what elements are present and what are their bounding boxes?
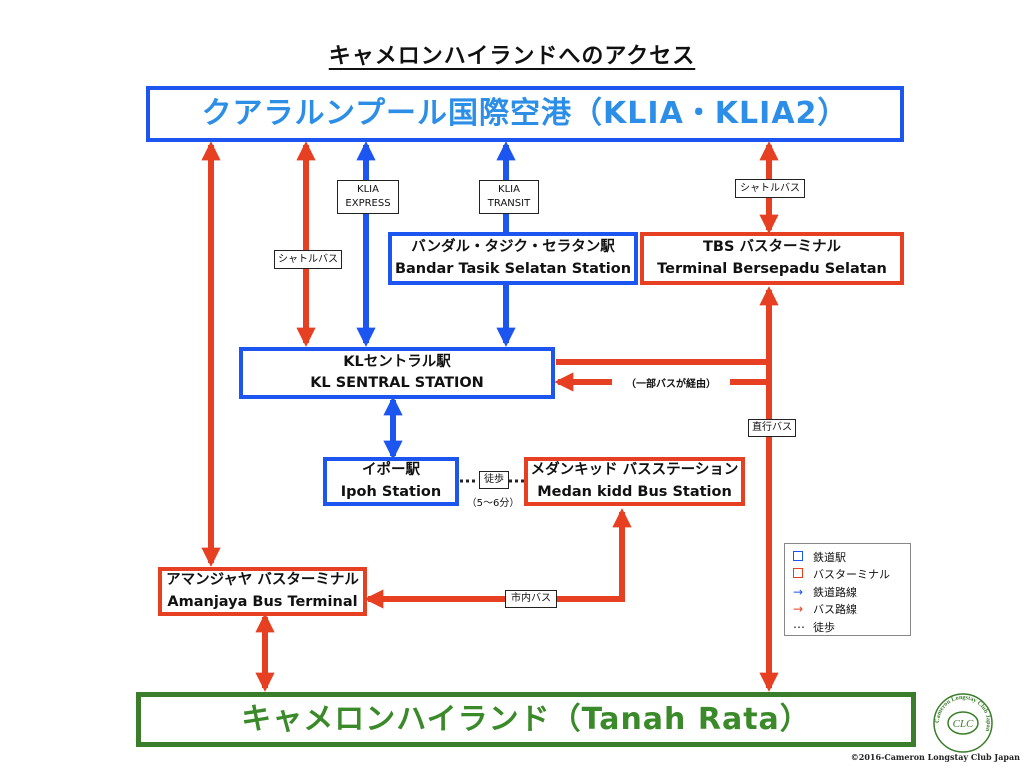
- some-buses-via-note: （一部バスが経由）: [612, 375, 730, 390]
- klia-express-label: KLIA EXPRESS: [337, 180, 399, 214]
- walk-time-note: （5〜6分）: [466, 498, 520, 509]
- medan-jp: メダンキッド バスステーション: [530, 462, 739, 479]
- medan-kidd-box: メダンキッド バスステーション Medan kidd Bus Station: [524, 457, 745, 506]
- copyright-text: ©2016-Cameron Longstay Club Japan: [850, 752, 1020, 762]
- bts-jp: バンダル・タジク・セラタン駅: [411, 239, 615, 256]
- cameron-label: キャメロンハイランド（Tanah Rata）: [241, 701, 811, 737]
- legend-item-walk: ⋯ 徒歩: [793, 619, 835, 634]
- shuttle-bus-label-left: シャトルバス: [274, 250, 342, 269]
- page-title: キャメロンハイランドへのアクセス: [328, 44, 696, 69]
- tbs-jp: TBS バスターミナル: [703, 239, 841, 256]
- klia-box: クアラルンプール国際空港（KLIA・KLIA2）: [146, 86, 904, 142]
- amanjaya-box: アマンジャヤ バスターミナル Amanjaya Bus Terminal: [158, 567, 367, 616]
- cameron-highlands-box: キャメロンハイランド（Tanah Rata）: [136, 692, 916, 747]
- tbs-en: Terminal Bersepadu Selatan: [657, 260, 887, 277]
- city-bus-label: 市内バス: [505, 590, 557, 608]
- red-square-icon: [793, 568, 803, 579]
- blue-arrow-icon: →: [793, 584, 804, 599]
- shuttle-bus-label-right: シャトルバス: [735, 179, 805, 198]
- ipoh-en: Ipoh Station: [340, 483, 442, 500]
- amanjaya-en: Amanjaya Bus Terminal: [167, 593, 358, 610]
- legend: 鉄道駅 バスターミナル → 鉄道路線 → バス路線 ⋯ 徒歩: [784, 543, 911, 636]
- blue-square-icon: [793, 550, 803, 561]
- direct-bus-label: 直行バス: [748, 419, 796, 437]
- ipoh-jp: イポー駅: [362, 462, 420, 479]
- walk-label: 徒歩: [479, 471, 509, 489]
- kl-en: KL SENTRAL STATION: [310, 375, 484, 391]
- medan-en: Medan kidd Bus Station: [537, 483, 732, 500]
- tbs-box: TBS バスターミナル Terminal Bersepadu Selatan: [640, 232, 904, 285]
- red-arrow-icon: →: [793, 602, 804, 617]
- bts-en: Bandar Tasik Selatan Station: [394, 260, 632, 277]
- bandar-tasik-selatan-box: バンダル・タジク・セラタン駅 Bandar Tasik Selatan Stat…: [388, 232, 638, 285]
- legend-item-bus-route: → バス路線: [793, 602, 857, 617]
- klia-transit-label: KLIA TRANSIT: [479, 180, 539, 214]
- route-city-bus: [364, 508, 632, 609]
- ipoh-box: イポー駅 Ipoh Station: [323, 457, 459, 506]
- clc-logo: Cameron Longstay Club Japan CLC: [933, 693, 993, 753]
- legend-item-rail-station: 鉄道駅: [793, 548, 910, 566]
- kl-jp: KLセントラル駅: [343, 353, 451, 370]
- logo-initials: CLC: [953, 718, 974, 730]
- legend-item-bus-terminal: バスターミナル: [793, 566, 910, 584]
- amanjaya-jp: アマンジャヤ バスターミナル: [166, 572, 359, 589]
- klia-label: クアラルンプール国際空港（KLIA・KLIA2）: [201, 96, 849, 132]
- kl-sentral-box: KLセントラル駅 KL SENTRAL STATION: [239, 347, 555, 399]
- dots-icon: ⋯: [793, 619, 805, 634]
- legend-item-rail-route: → 鉄道路線: [793, 584, 857, 599]
